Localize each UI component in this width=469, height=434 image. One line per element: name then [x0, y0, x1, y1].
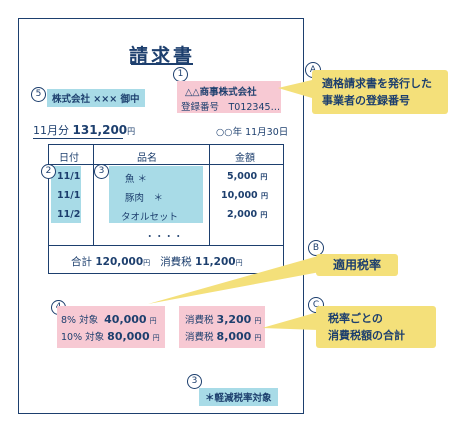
registration-number: 登録番号 T012345…	[181, 102, 281, 113]
customer-name: 株式会社 ××× 御中	[47, 89, 145, 107]
tax10-line: 消費税 8,000 円	[185, 330, 262, 343]
callout-a-line2: 事業者の登録番号	[322, 94, 410, 107]
issuer-box: △△商事株式会社 登録番号 T012345…	[177, 81, 281, 113]
month-unit: 円	[127, 127, 136, 136]
row-3-date: 11/2	[57, 209, 81, 220]
marker-3-note: 3	[187, 374, 202, 389]
item-highlight	[109, 166, 203, 223]
callout-c: 税率ごとの 消費税額の合計	[316, 306, 436, 348]
tax-box: 消費税 3,200 円 消費税 8,000 円	[179, 306, 265, 348]
table-body-line	[49, 245, 283, 246]
marker-5: 5	[31, 87, 46, 102]
callout-c-line2: 消費税額の合計	[328, 329, 405, 342]
row-ellipsis: ・・・・	[145, 232, 184, 243]
row-2-item: 豚肉 ＊	[125, 193, 164, 204]
pointer-c	[262, 312, 318, 330]
month-total: 11月分 131,200円	[33, 122, 135, 138]
header-date: 日付	[59, 153, 79, 164]
rate-box: 8% 対象 40,000 円 10% 対象 80,000 円	[57, 306, 165, 348]
rate8-line: 8% 対象 40,000 円	[61, 313, 157, 326]
invoice-sheet: 請求書 5 株式会社 ××× 御中 1 △△商事株式会社 登録番号 T01234…	[18, 18, 304, 414]
invoice-table: 日付 品名 金額 11/1 魚 ＊ 5,000 円 11/1 豚肉 ＊ 10,0…	[48, 144, 284, 274]
reduced-rate-note: ＊軽減税率対象	[199, 388, 278, 406]
callout-a-line1: 適格請求書を発行した	[322, 77, 432, 90]
marker-2: 2	[41, 164, 56, 179]
marker-3: 3	[94, 164, 109, 179]
callout-b: 適用税率	[316, 254, 398, 276]
row-3-item: タオルセット	[121, 212, 179, 223]
tax8-line: 消費税 3,200 円	[185, 313, 262, 326]
row-3-amount: 2,000 円	[227, 209, 268, 220]
month-label: 11月分	[33, 124, 69, 137]
pointer-b	[148, 256, 320, 304]
table-col-line-1	[93, 145, 94, 245]
marker-1: 1	[173, 67, 188, 82]
issuer-name: △△商事株式会社	[185, 87, 257, 98]
total-line: 合計 120,000円 消費税 11,200円	[71, 256, 243, 268]
date-highlight	[51, 166, 81, 223]
header-item: 品名	[137, 153, 157, 164]
header-amount: 金額	[235, 153, 255, 164]
invoice-date: ○○年 11月30日	[216, 127, 289, 138]
month-underline	[33, 138, 123, 139]
month-amount: 131,200	[72, 123, 128, 137]
rate10-line: 10% 対象 80,000 円	[61, 330, 160, 343]
callout-c-line1: 税率ごとの	[328, 312, 383, 325]
table-header-line	[49, 164, 283, 165]
row-2-amount: 10,000 円	[221, 190, 268, 201]
table-col-line-2	[209, 145, 210, 245]
row-2-date: 11/1	[57, 190, 81, 201]
callout-a: 適格請求書を発行した 事業者の登録番号	[312, 70, 448, 114]
pointer-a	[278, 80, 312, 98]
invoice-title: 請求書	[128, 45, 195, 67]
title-underline	[131, 63, 193, 65]
row-1-item: 魚 ＊	[125, 174, 148, 185]
row-1-amount: 5,000 円	[227, 171, 268, 182]
row-1-date: 11/1	[57, 171, 81, 182]
